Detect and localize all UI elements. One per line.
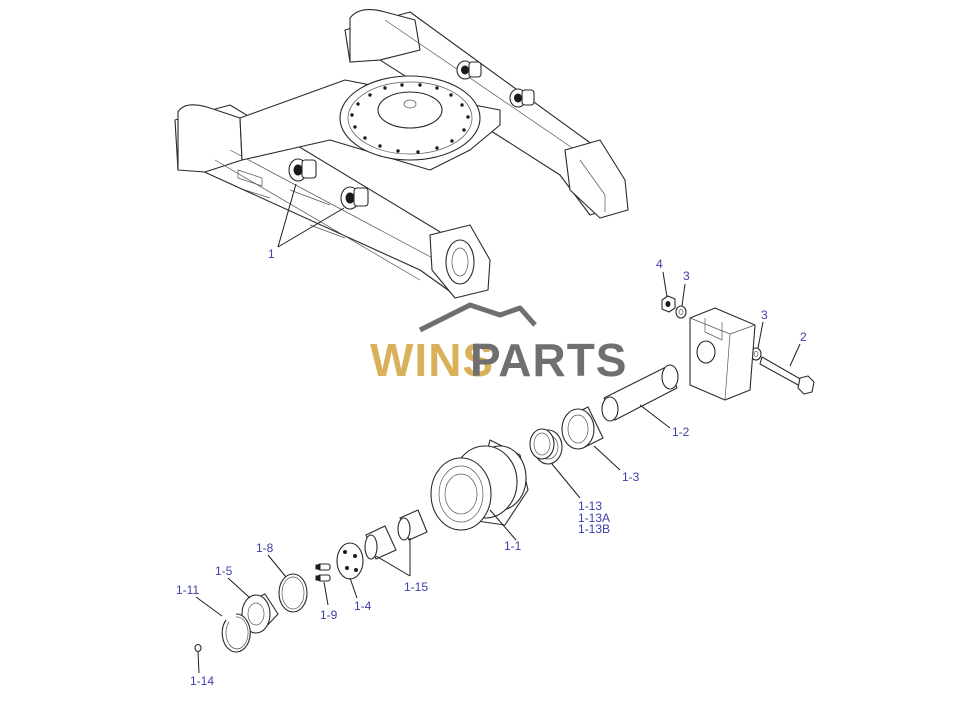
callout-1-5: 1-5 (215, 564, 233, 578)
o-ring-1-8 (278, 573, 308, 613)
callout-1: 1 (268, 247, 275, 261)
callout-1-3: 1-3 (622, 470, 640, 484)
watermark-part2: PARTS (470, 334, 628, 386)
plug-1-14 (194, 643, 202, 653)
roller-1-1 (430, 439, 529, 531)
track-frame (174, 9, 629, 299)
callout-1-15: 1-15 (404, 580, 428, 594)
bracket-block (689, 307, 756, 401)
floating-seal-1-13 (529, 428, 563, 465)
callout-1-13B: 1-13B (578, 522, 610, 536)
callout-1-13: 1-13 (578, 499, 602, 513)
carrier-roller-mounted (288, 60, 535, 210)
watermark-logo: WINS PARTS (370, 302, 628, 386)
snap-ring-1-11 (221, 613, 251, 653)
callout-1-8: 1-8 (256, 541, 274, 555)
plug-1-9 (315, 563, 331, 582)
collar-1-3 (561, 406, 604, 450)
bushing-1-15-a (364, 525, 397, 560)
washer-3-upper (675, 305, 687, 319)
callout-1-14: 1-14 (190, 674, 214, 688)
callout-2: 2 (800, 330, 807, 344)
callout-1-1: 1-1 (504, 539, 522, 553)
callout-1-11: 1-11 (176, 583, 199, 597)
hub-cap-1-5 (241, 593, 279, 634)
callout-4: 4 (656, 257, 663, 271)
callout-1-4: 1-4 (354, 599, 372, 613)
shaft-1-2 (601, 364, 679, 422)
cover-plate-1-4 (336, 542, 364, 580)
bushing-1-15-b (397, 509, 428, 541)
callout-1-13A: 1-13A (578, 511, 610, 525)
callout-3-upper: 3 (683, 269, 690, 283)
watermark-part1: WINS (370, 334, 494, 386)
bolt-2 (759, 356, 815, 395)
callout-3-lower: 3 (761, 308, 768, 322)
callout-1-2: 1-2 (672, 425, 690, 439)
nut-4 (661, 295, 676, 313)
callout-1-9: 1-9 (320, 608, 338, 622)
